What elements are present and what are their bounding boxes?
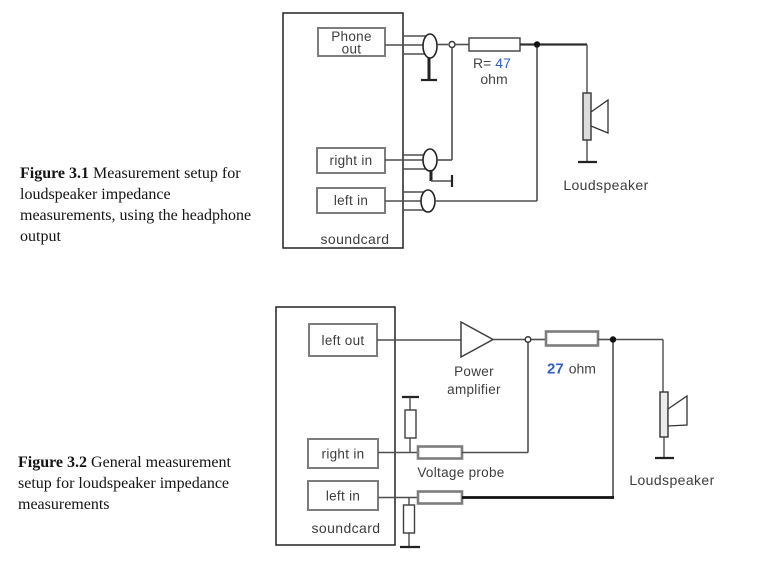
right-in-port-box [307,438,379,469]
right-in-port-box [316,147,386,174]
left-in-port-box [307,480,379,511]
soundcard-label: soundcard [321,231,390,247]
amplifier-label-line1: Power [454,364,494,379]
phone-out-label-line1: Phone [331,29,372,44]
left-out-port-box [308,323,378,357]
resistor [544,330,600,347]
amplifier-icon [460,320,495,359]
loudspeaker-cone-icon [667,394,688,427]
figure-3-2-caption-number: Figure 3.2 [18,454,88,471]
loudspeaker-icon [659,391,669,438]
figure-3-1-diagram: Phone out right in left in soundcard R=4… [282,12,648,249]
voltage-probe-label: Voltage probe [417,465,504,480]
loudspeaker-label: Loudspeaker [563,177,648,193]
loudspeaker-label: Loudspeaker [629,472,714,488]
jack-connector-icon [420,189,436,213]
figure-3-1-caption-number: Figure 3.1 [20,165,90,182]
resistor [468,37,521,52]
soundcard-frame [282,12,404,249]
loudspeaker-cone-icon [590,98,609,134]
junction-open-node [524,335,532,344]
figure-3-2-caption: Figure 3.2 General measurement setup for… [18,452,236,515]
jack-connector-icon [422,33,438,59]
right-in-label: right in [330,153,373,168]
loudspeaker-icon [582,92,592,141]
junction-dot [609,336,617,343]
left-in-label: left in [326,489,360,504]
resistor [402,504,416,534]
soundcard-frame [275,306,396,546]
probe-resistor [416,490,464,505]
resistor [404,409,417,439]
right-in-label: right in [322,447,365,462]
figure-3-2-caption-text: General measurement setup for loudspeake… [18,454,231,513]
soundcard-label: soundcard [312,520,381,536]
resistor-unit-label: ohm [480,71,507,87]
amplifier-label-line2: amplifier [447,382,501,397]
junction-dot [533,41,541,48]
figure-3-2-diagram: left out right in left in soundcard Powe… [275,306,714,549]
left-in-label: left in [334,193,368,208]
voltage-probe-resistor [416,445,464,460]
jack-connector-icon [422,148,438,172]
resistor-value-label: R=47 [473,55,511,71]
left-out-label: left out [322,333,365,348]
phone-out-port-box [317,27,386,57]
phone-out-label-line2: out [342,42,362,57]
figure-3-1-caption-text: Measurement setup for loudspeaker impeda… [20,165,252,245]
figure-3-1-caption: Figure 3.1 Measurement setup for loudspe… [20,163,262,247]
junction-open-node [448,40,456,49]
